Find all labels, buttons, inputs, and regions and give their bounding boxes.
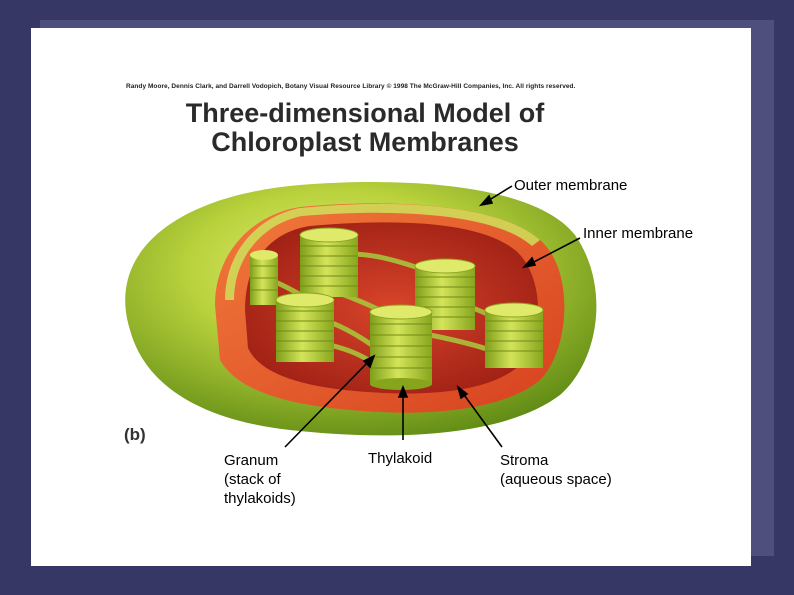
label-pointers <box>284 185 581 448</box>
granum-stack-right <box>484 302 544 368</box>
granum-stack-left-edge <box>250 250 278 305</box>
title-line-2: Chloroplast Membranes <box>211 127 519 157</box>
granum-stack-back-right <box>414 258 476 330</box>
granum-stack-front <box>369 304 433 390</box>
label-granum: Granum (stack of thylakoids) <box>224 451 296 508</box>
label-stroma: Stroma (aqueous space) <box>500 451 612 489</box>
granum-stack-back-left <box>299 227 359 297</box>
diagram-title: Three-dimensional Model of Chloroplast M… <box>140 99 590 157</box>
label-inner-membrane: Inner membrane <box>583 225 694 242</box>
panel-letter: (b) <box>124 425 146 444</box>
label-stroma-line-1: Stroma <box>500 452 549 469</box>
label-stroma-line-2: (aqueous space) <box>500 471 612 488</box>
label-thylakoid: Thylakoid <box>368 450 433 467</box>
label-granum-line-3: thylakoids) <box>224 490 296 507</box>
credit-line: Randy Moore, Dennis Clark, and Darrell V… <box>126 83 576 90</box>
title-line-1: Three-dimensional Model of <box>185 98 545 128</box>
label-granum-line-1: Granum <box>224 452 279 469</box>
granum-stack-left <box>275 292 335 362</box>
label-granum-line-2: (stack of <box>224 471 281 488</box>
label-outer-membrane: Outer membrane <box>514 177 628 194</box>
